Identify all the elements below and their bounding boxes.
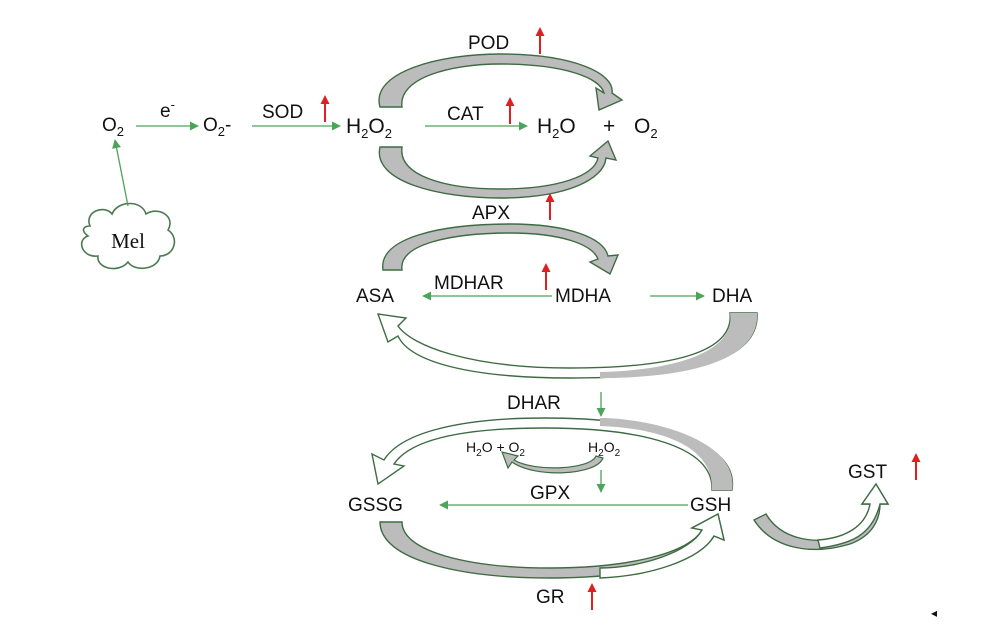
apx-up-arrow-icon [545, 193, 555, 220]
mel-label: Mel [111, 229, 145, 253]
pod-cycle-arrow [378, 53, 624, 112]
pod-up-arrow-icon [535, 27, 545, 54]
molecule-h2o2: H2O2 [346, 115, 392, 141]
gpx-inner-arc-arrow [501, 451, 604, 474]
gr-cycle-arrow [379, 512, 725, 579]
gpx-substrate-h2o2: H2O2 [588, 439, 621, 459]
molecule-o2-product: O2 [634, 115, 658, 141]
electron-label: e- [160, 97, 175, 122]
molecule-mdha: MDHA [555, 286, 611, 307]
dha-to-asa-swoosh-arrow [376, 312, 758, 379]
molecule-h2o: H2O [537, 115, 576, 141]
gsh-to-gst-arc-arrow [752, 482, 890, 551]
enzyme-gr: GR [536, 587, 565, 608]
cat-up-arrow-icon [505, 97, 515, 124]
mel-cloud: Mel [80, 202, 176, 270]
mel-to-o2-arrow [112, 139, 129, 207]
enzyme-apx: APX [472, 203, 510, 224]
molecule-asa: ASA [356, 286, 394, 307]
molecule-superoxide: O2- [203, 115, 231, 139]
enzyme-gpx: GPX [530, 483, 570, 504]
corner-mark: ◂ [931, 606, 937, 620]
molecule-gssg: GSSG [348, 495, 403, 516]
molecule-o2: O2 [102, 115, 124, 139]
enzyme-mdhar: MDHAR [434, 273, 504, 294]
enzyme-cat: CAT [447, 104, 484, 125]
enzyme-sod: SOD [262, 102, 303, 123]
gpx-product-h2o-o2: H2O + O2 [466, 439, 525, 459]
asa-to-mdha-arc-arrow [382, 223, 620, 276]
apx-cycle-arrow [378, 139, 618, 199]
molecule-gsh: GSH [690, 495, 731, 516]
enzyme-pod: POD [468, 33, 509, 54]
enzyme-dhar: DHAR [507, 393, 561, 414]
sod-up-arrow-icon [320, 95, 330, 122]
gst-up-arrow-icon [911, 453, 921, 480]
gsh-to-gssg-arc-arrow [371, 417, 734, 491]
gr-up-arrow-icon [587, 583, 597, 610]
mdhar-up-arrow-icon [541, 263, 551, 290]
enzyme-gst: GST [848, 462, 887, 483]
molecule-dha: DHA [712, 286, 752, 307]
plus-sign: + [603, 115, 615, 138]
